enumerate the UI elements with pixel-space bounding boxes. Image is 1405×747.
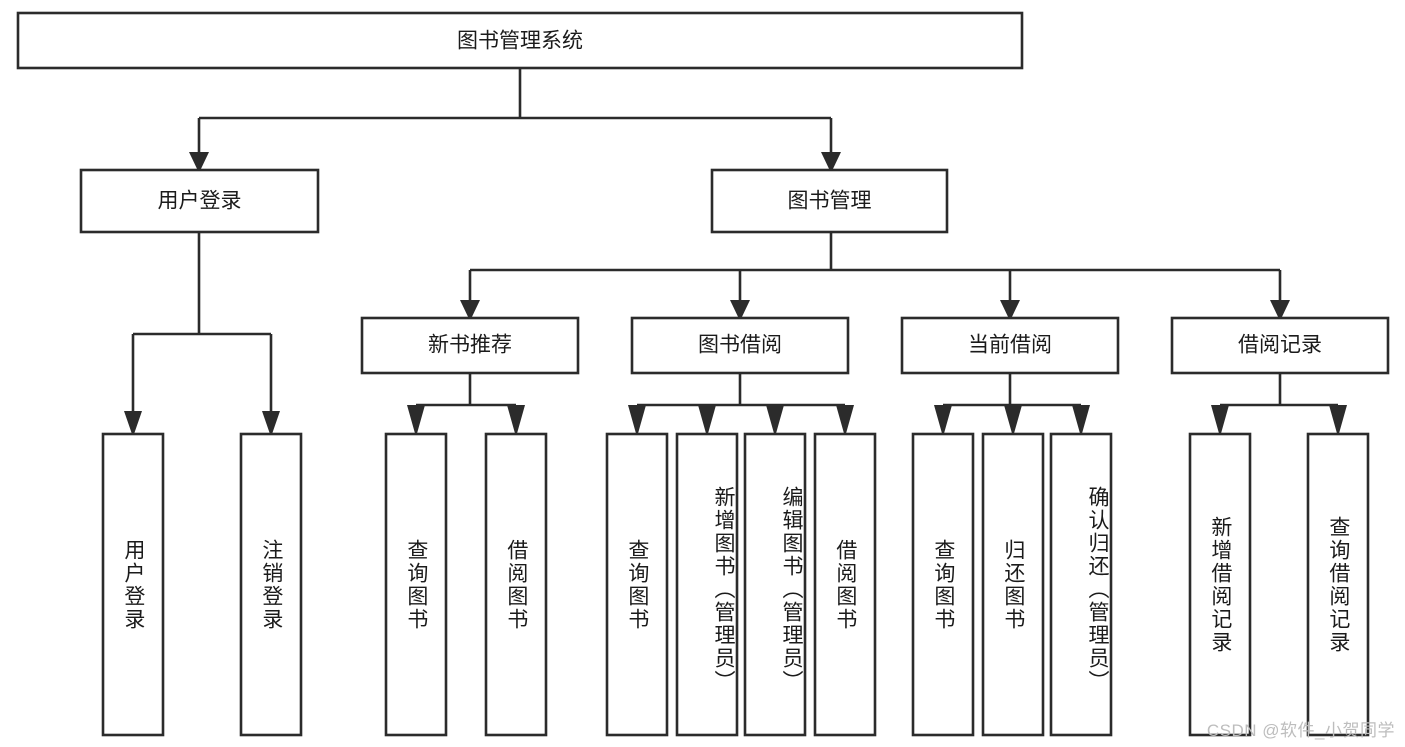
node-label-borrow-record: 借阅记录: [1238, 334, 1322, 357]
leaf-box-edit-book-admin[interactable]: [743, 432, 807, 737]
node-box-borrow-record[interactable]: [1170, 316, 1390, 375]
arrowhead-newbook-leaf-2: [507, 405, 525, 437]
leaf-box-user-login[interactable]: [101, 432, 165, 737]
arrowhead-record-leaf-1: [1211, 405, 1229, 437]
leaf-box-borrow-book[interactable]: [813, 432, 877, 737]
leaf-box-confirm-return-admin[interactable]: [1049, 432, 1113, 737]
arrow-heads: [124, 152, 1347, 437]
leaf-box-query-book-rec[interactable]: [384, 432, 448, 737]
leaf-box-query-book-current[interactable]: [911, 432, 975, 737]
node-box-current-borrow[interactable]: [900, 316, 1120, 375]
node-label-book-manage: 图书管理: [788, 190, 872, 213]
arrowhead-borrow-leaf-2: [698, 405, 716, 437]
arrowhead-borrow-leaf-4: [836, 405, 854, 437]
node-label-book-borrow: 图书借阅: [698, 334, 782, 357]
leaf-box-return-book[interactable]: [981, 432, 1045, 737]
node-boxes: 图书管理系统 用户登录 图书管理 新书推荐 图书借阅 当前借阅 借阅记录: [16, 11, 1390, 737]
leaf-box-query-book-borrow[interactable]: [605, 432, 669, 737]
arrowhead-user-login: [189, 152, 209, 173]
watermark-text: CSDN @软件_小贺同学: [1206, 721, 1395, 740]
arrowhead-borrow-leaf-3: [766, 405, 784, 437]
arrowhead-current-leaf-2: [1004, 405, 1022, 437]
node-box-book-manage[interactable]: [710, 168, 949, 234]
node-label-new-book-recommend: 新书推荐: [428, 334, 512, 357]
leaf-box-add-borrow-record[interactable]: [1188, 432, 1252, 737]
node-label-user-login: 用户登录: [158, 190, 242, 213]
leaf-box-add-book-admin[interactable]: [675, 432, 739, 737]
arrowhead-current: [1000, 300, 1020, 321]
node-box-new-book-recommend[interactable]: [360, 316, 580, 375]
arrowhead-book-manage: [821, 152, 841, 173]
node-box-root[interactable]: [16, 11, 1024, 70]
arrowhead-borrow-leaf-1: [628, 405, 646, 437]
arrowhead-leaf-logout: [262, 411, 280, 437]
leaf-box-borrow-book-rec[interactable]: [484, 432, 548, 737]
node-label-current-borrow: 当前借阅: [968, 334, 1052, 357]
arrowhead-record-leaf-2: [1329, 405, 1347, 437]
leaf-box-logout[interactable]: [239, 432, 303, 737]
arrowhead-record: [1270, 300, 1290, 321]
node-box-book-borrow[interactable]: [630, 316, 850, 375]
arrowhead-newbook: [460, 300, 480, 321]
arrowhead-newbook-leaf-1: [407, 405, 425, 437]
node-label-root: 图书管理系统: [457, 30, 583, 53]
leaf-box-query-borrow-record[interactable]: [1306, 432, 1370, 737]
arrowhead-current-leaf-1: [934, 405, 952, 437]
node-box-user-login[interactable]: [79, 168, 320, 234]
arrowhead-current-leaf-3: [1072, 405, 1090, 437]
arrowhead-leaf-user-login: [124, 411, 142, 437]
arrowhead-borrow: [730, 300, 750, 321]
